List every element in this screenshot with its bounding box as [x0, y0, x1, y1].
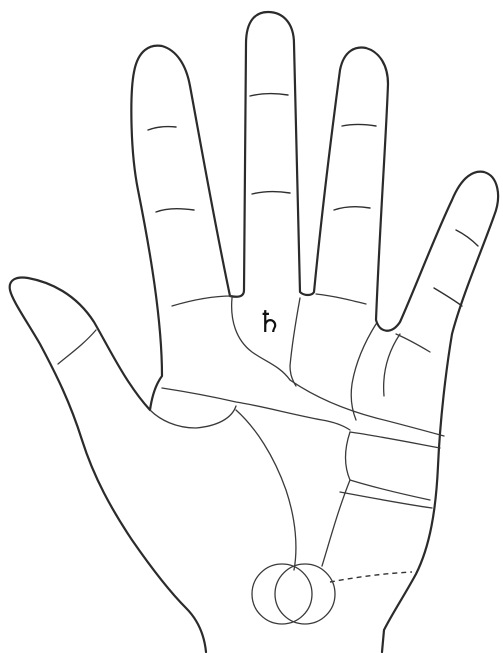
wrist-circle-right: [275, 564, 335, 624]
thumb-crease: [58, 330, 96, 364]
little-crease-top: [456, 230, 478, 246]
mars-mount-top: [350, 432, 440, 448]
saturn-symbol: ♄: [256, 308, 283, 338]
mars-mount-outline: [346, 432, 431, 500]
head-line: [162, 388, 350, 430]
moon-mount-lower: [340, 492, 432, 508]
life-line: [236, 410, 296, 570]
little-crease-middle: [434, 288, 462, 306]
middle-crease-middle: [252, 192, 290, 194]
wrist-circle-left: [252, 564, 312, 624]
little-mount-outline: [384, 334, 400, 396]
ring-crease-middle: [334, 207, 370, 210]
ring-crease-top: [342, 125, 376, 127]
ring-mount-outline: [351, 324, 376, 420]
hand-outline: [10, 12, 498, 652]
ring-crease-base: [316, 294, 366, 304]
middle-mount-outline: [290, 298, 300, 386]
heart-line: [290, 380, 444, 436]
index-crease-base: [172, 296, 232, 306]
middle-crease-top: [250, 94, 288, 96]
little-crease-base: [396, 334, 430, 352]
index-crease-top: [148, 127, 176, 130]
index-crease-middle: [156, 209, 194, 212]
bracelet-line-dashed: [330, 572, 412, 582]
thenar-outline: [150, 406, 236, 428]
